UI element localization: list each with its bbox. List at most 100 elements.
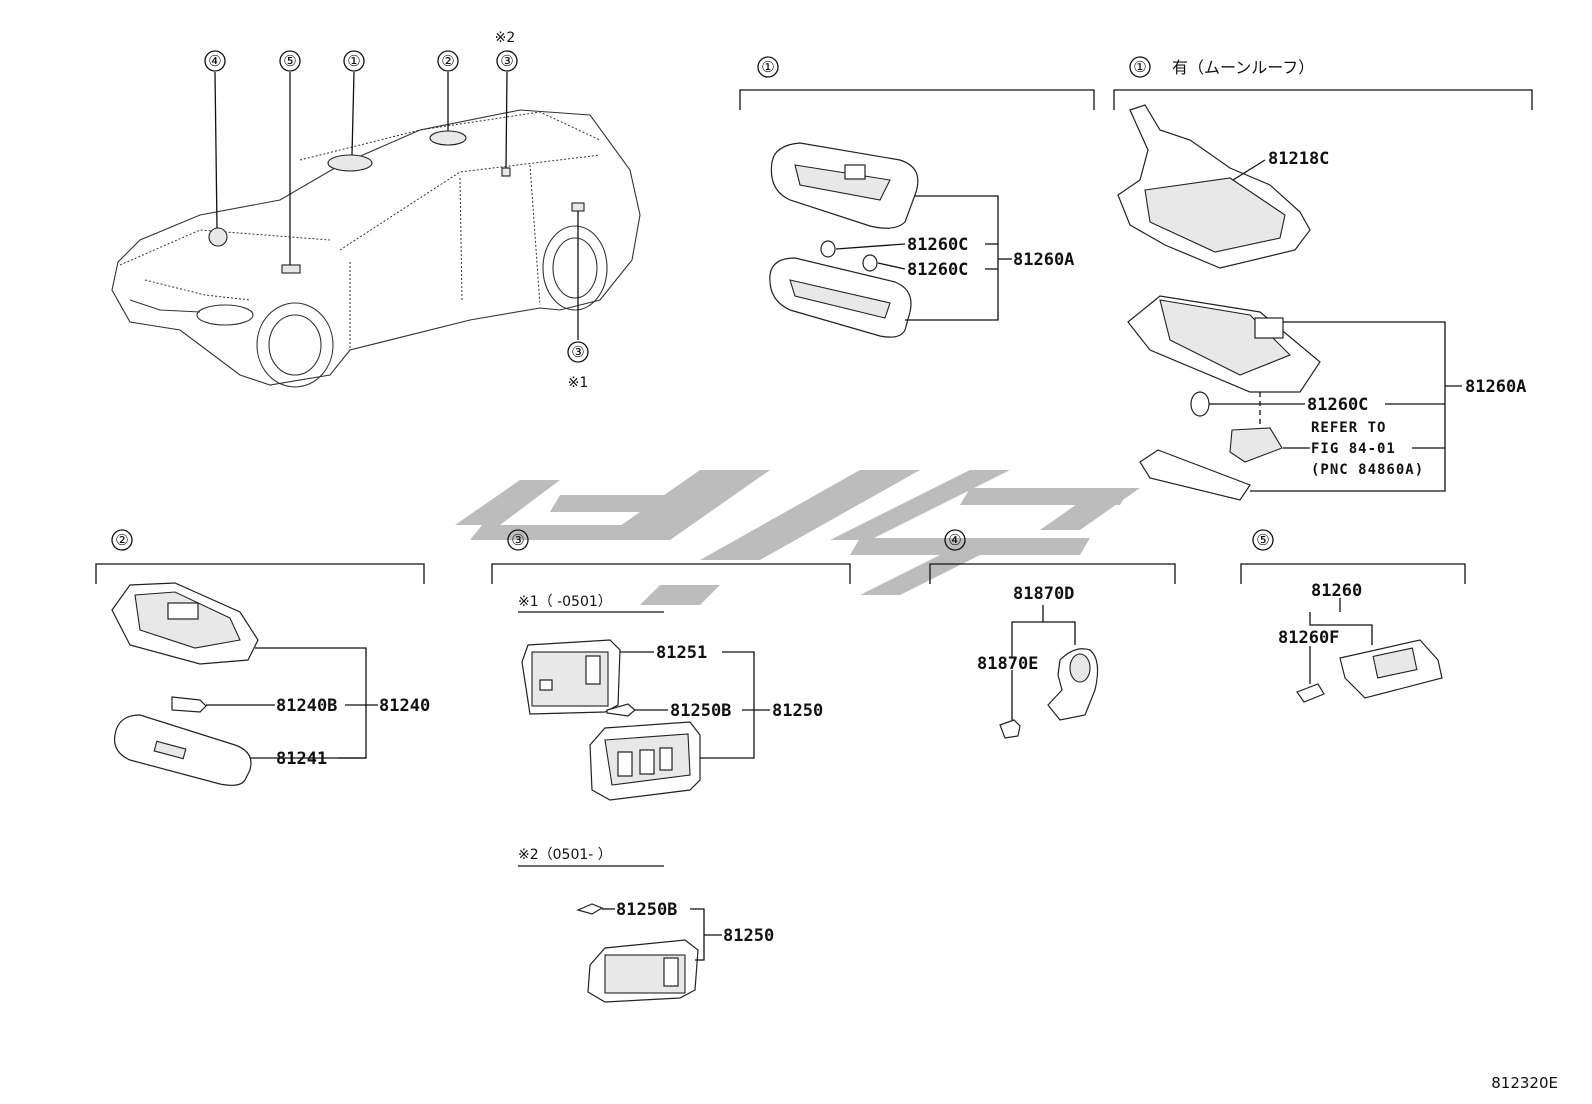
car-rear-wheel (542, 225, 608, 311)
moonroof-lamp-body-inner (1159, 299, 1291, 376)
map-lamp-housing-inner (134, 591, 241, 649)
section-2-header: ② (115, 531, 128, 549)
label-81260C-a: 81260C (907, 235, 968, 255)
label-81870D: 81870D (1013, 584, 1074, 604)
bulb-icon (606, 703, 636, 717)
car-callout-4: ④ (208, 52, 221, 70)
car-bumper-line (144, 279, 251, 301)
car-body-outline (111, 109, 641, 386)
section-4-bracket (929, 563, 1176, 584)
label-81260A: 81260A (1013, 250, 1074, 270)
label-81260: 81260 (1311, 581, 1362, 601)
bulb-icon (576, 903, 604, 915)
car-callout-2: ② (441, 52, 454, 70)
variant-1-note: ※1（ -0501） (518, 594, 612, 610)
car-overview: ④ ⑤ ① ② ③ ③ ※2 ※1 (111, 30, 641, 391)
bulb-icon (1296, 683, 1325, 703)
moonroof-switch-part (1229, 427, 1283, 463)
courtesy-lamp-terminal (639, 749, 655, 775)
label-81250B-v1: 81250B (670, 701, 731, 721)
courtesy-lamp-terminal (659, 747, 673, 771)
car-rear-wheel-inner (552, 237, 598, 299)
luggage-lamp-lens (1372, 647, 1418, 679)
label-81260A-moonroof: 81260A (1465, 377, 1526, 397)
car-front-wheel-inner (268, 314, 322, 376)
bulb-icon (1190, 391, 1210, 417)
car-hood-line (119, 229, 331, 266)
car-callout-3-top: ③ (500, 52, 513, 70)
section-5-bracket (1240, 563, 1466, 584)
refer-to-line-3: (PNC 84860A) (1311, 462, 1424, 478)
courtesy-lamp-lens-slot (585, 655, 601, 685)
section-1-moonroof-header: ① (1133, 58, 1146, 76)
label-81251: 81251 (656, 643, 707, 663)
car-front-wheel (256, 302, 334, 388)
section-1-moonroof-bracket (1113, 89, 1533, 110)
dome-lamp-lens-inner (789, 279, 891, 319)
car-b-pillar (459, 177, 463, 301)
courtesy-lamp-lens-tab (539, 679, 553, 691)
section-2-bracket (95, 563, 425, 584)
section-1-moonroof: ① 有（ムーンルーフ） 81218C 81260C 81260A REFER T… (1113, 56, 1533, 501)
lamp-location-5 (281, 264, 301, 274)
lamp-location-2 (429, 130, 467, 146)
label-81240B: 81240B (276, 696, 337, 716)
label-81250-v2: 81250 (723, 926, 774, 946)
car-callout-1: ① (347, 52, 360, 70)
label-81260C-b: 81260C (907, 260, 968, 280)
lamp-location-3a (501, 167, 511, 177)
car-c-pillar (529, 164, 541, 306)
label-81870E: 81870E (977, 654, 1038, 674)
label-81241: 81241 (276, 749, 327, 769)
label-81218C: 81218C (1268, 149, 1329, 169)
moonroof-bracket-cutout (1144, 177, 1286, 253)
section-2: ② 81240B 81240 81241 (95, 529, 430, 786)
lamp-location-3b (571, 202, 585, 212)
car-callout-3-bottom: ③ (571, 343, 584, 361)
label-81250B-v2: 81250B (616, 900, 677, 920)
refer-to-line-2: FIG 84-01 (1311, 441, 1396, 457)
section-1-moonroof-note: 有（ムーンルーフ） (1172, 58, 1314, 77)
section-3-bracket (491, 563, 851, 584)
car-note-2: ※2 (495, 30, 516, 46)
watermark-logo (455, 470, 1140, 605)
section-5-header: ⑤ (1256, 531, 1269, 549)
label-81250-v1: 81250 (772, 701, 823, 721)
label-81260F: 81260F (1278, 628, 1339, 648)
refer-to-line-1: REFER TO (1311, 420, 1386, 436)
map-lamp-switch (167, 602, 199, 620)
car-headlamp (196, 304, 254, 326)
section-3: ③ ※1（ -0501） 81251 81250B 81250 ※2（0501-… (491, 529, 851, 1003)
moonroof-lamp-lens (1139, 449, 1251, 501)
label-81260C: 81260C (1307, 395, 1368, 415)
figure-id: 812320E (1491, 1074, 1558, 1092)
section-1: ① 81260C 81260C 81260A (739, 56, 1095, 338)
map-lamp-lens-window (153, 740, 187, 760)
car-callout-5: ⑤ (283, 52, 296, 70)
bulb-icon (862, 254, 878, 272)
section-4: ④ 81870D 81870E (929, 529, 1176, 739)
lamp-location-1 (327, 154, 373, 172)
car-roof-line (299, 111, 601, 161)
dome-lamp-switch (844, 164, 866, 180)
bulb-icon (171, 696, 207, 713)
moonroof-lamp-connector (1254, 317, 1284, 339)
courtesy-lamp-terminal (617, 751, 633, 777)
section-4-header: ④ (948, 531, 961, 549)
bulb-icon (820, 240, 836, 258)
ignition-ring-lamp-hole (1069, 653, 1091, 683)
section-5: ⑤ 81260 81260F (1240, 529, 1466, 703)
car-note-1: ※1 (568, 375, 589, 391)
section-1-header: ① (761, 58, 774, 76)
label-81240: 81240 (379, 696, 430, 716)
lamp-location-4 (208, 227, 228, 247)
car-beltline (339, 154, 601, 251)
variant-2-note: ※2（0501- ） (518, 847, 612, 863)
courtesy-lamp-v2-slot (663, 957, 679, 987)
bulb-icon (999, 719, 1021, 739)
section-3-header: ③ (511, 531, 524, 549)
section-1-bracket (739, 89, 1095, 110)
car-grille (129, 299, 201, 313)
